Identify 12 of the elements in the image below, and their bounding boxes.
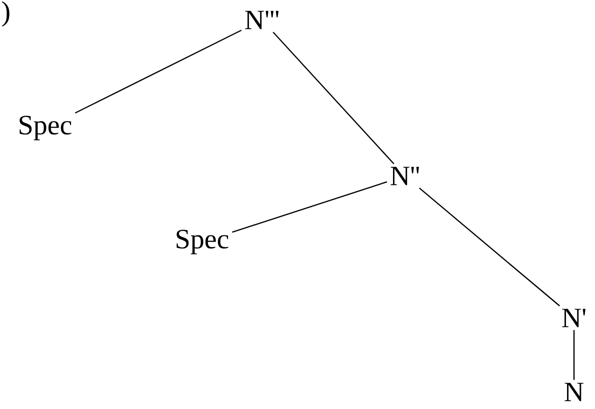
tree-branch (74, 30, 242, 114)
tree-branch (573, 330, 575, 380)
node-label: Spec (176, 230, 228, 254)
tree-branch (232, 181, 388, 233)
tree-branch (419, 188, 560, 306)
node-label: Spec (20, 116, 72, 140)
node-label: N'' (390, 166, 419, 186)
node-label: N''' (245, 10, 278, 30)
tree-branch (272, 32, 394, 164)
panel-label: ) (2, 1, 10, 27)
node-label: N (564, 382, 584, 402)
node-label: N' (562, 308, 586, 328)
